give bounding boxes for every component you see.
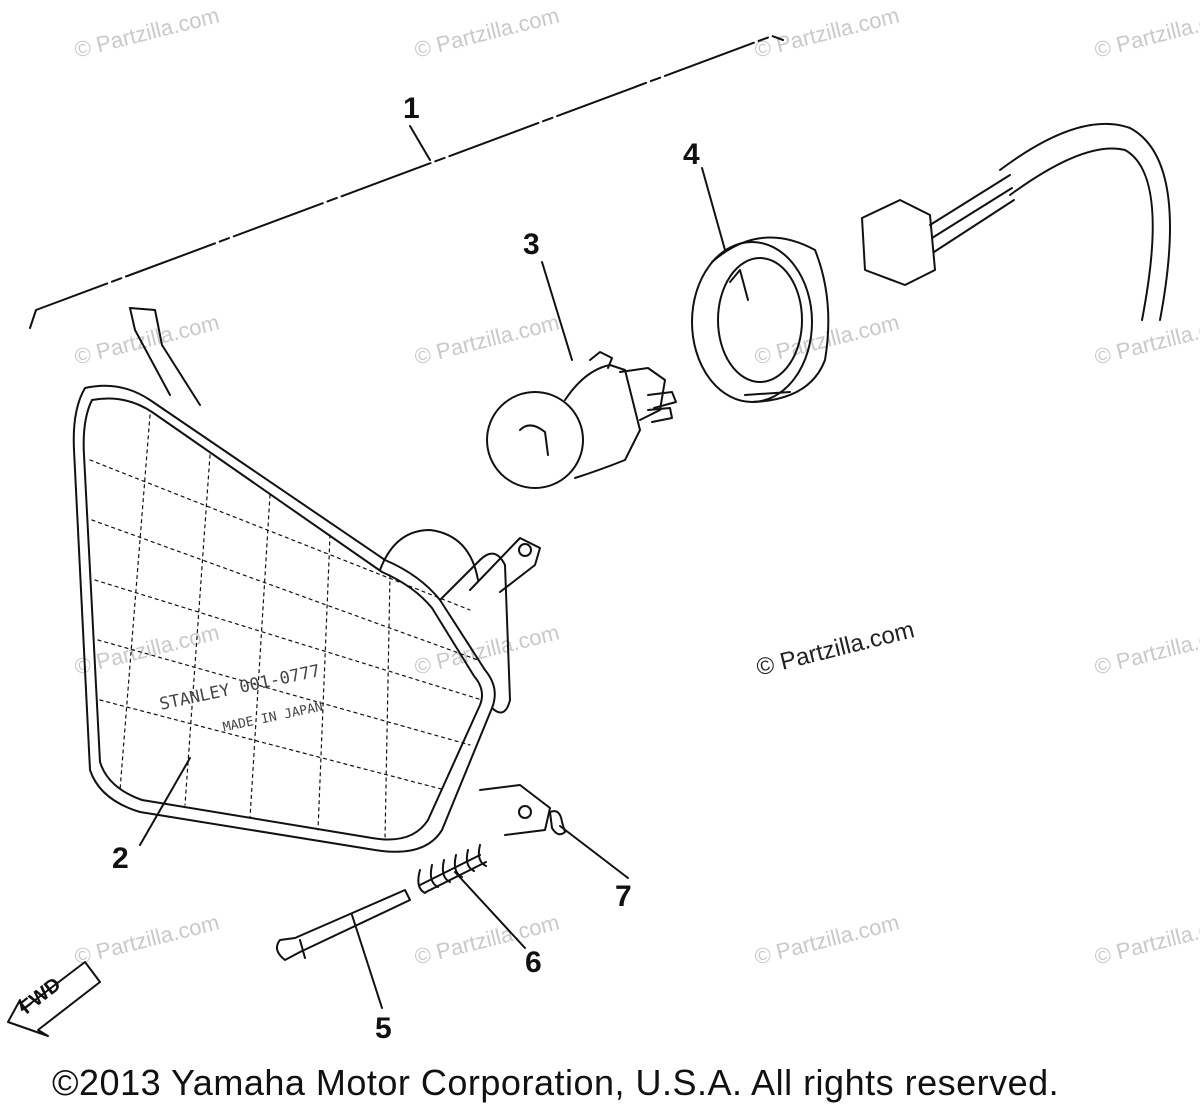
leader-line-2 bbox=[139, 757, 191, 846]
assembly-bracket-line bbox=[29, 35, 784, 329]
leader-line-1 bbox=[409, 125, 431, 161]
copyright-notice: ©2013 Yamaha Motor Corporation, U.S.A. A… bbox=[52, 1062, 1060, 1103]
callout-6: 6 bbox=[525, 946, 542, 979]
headlight-unit bbox=[72, 307, 551, 853]
socket-cover-part bbox=[691, 236, 830, 403]
bolt-part bbox=[275, 889, 411, 961]
leader-line-7 bbox=[559, 825, 629, 879]
leader-line-3 bbox=[541, 261, 573, 361]
wire-harness bbox=[861, 122, 1171, 321]
callout-5: 5 bbox=[375, 1012, 392, 1045]
callout-1: 1 bbox=[403, 92, 420, 125]
clip-part bbox=[549, 810, 566, 836]
bulb-part bbox=[486, 351, 677, 489]
leader-line-6 bbox=[454, 871, 526, 949]
callout-7: 7 bbox=[615, 880, 632, 913]
leader-line-4 bbox=[701, 167, 726, 251]
callout-3: 3 bbox=[523, 228, 540, 261]
spring-part bbox=[417, 844, 487, 894]
callout-4: 4 bbox=[683, 138, 700, 171]
callout-2: 2 bbox=[112, 842, 129, 875]
fwd-arrow bbox=[7, 961, 101, 1037]
leader-line-5 bbox=[351, 914, 383, 1009]
